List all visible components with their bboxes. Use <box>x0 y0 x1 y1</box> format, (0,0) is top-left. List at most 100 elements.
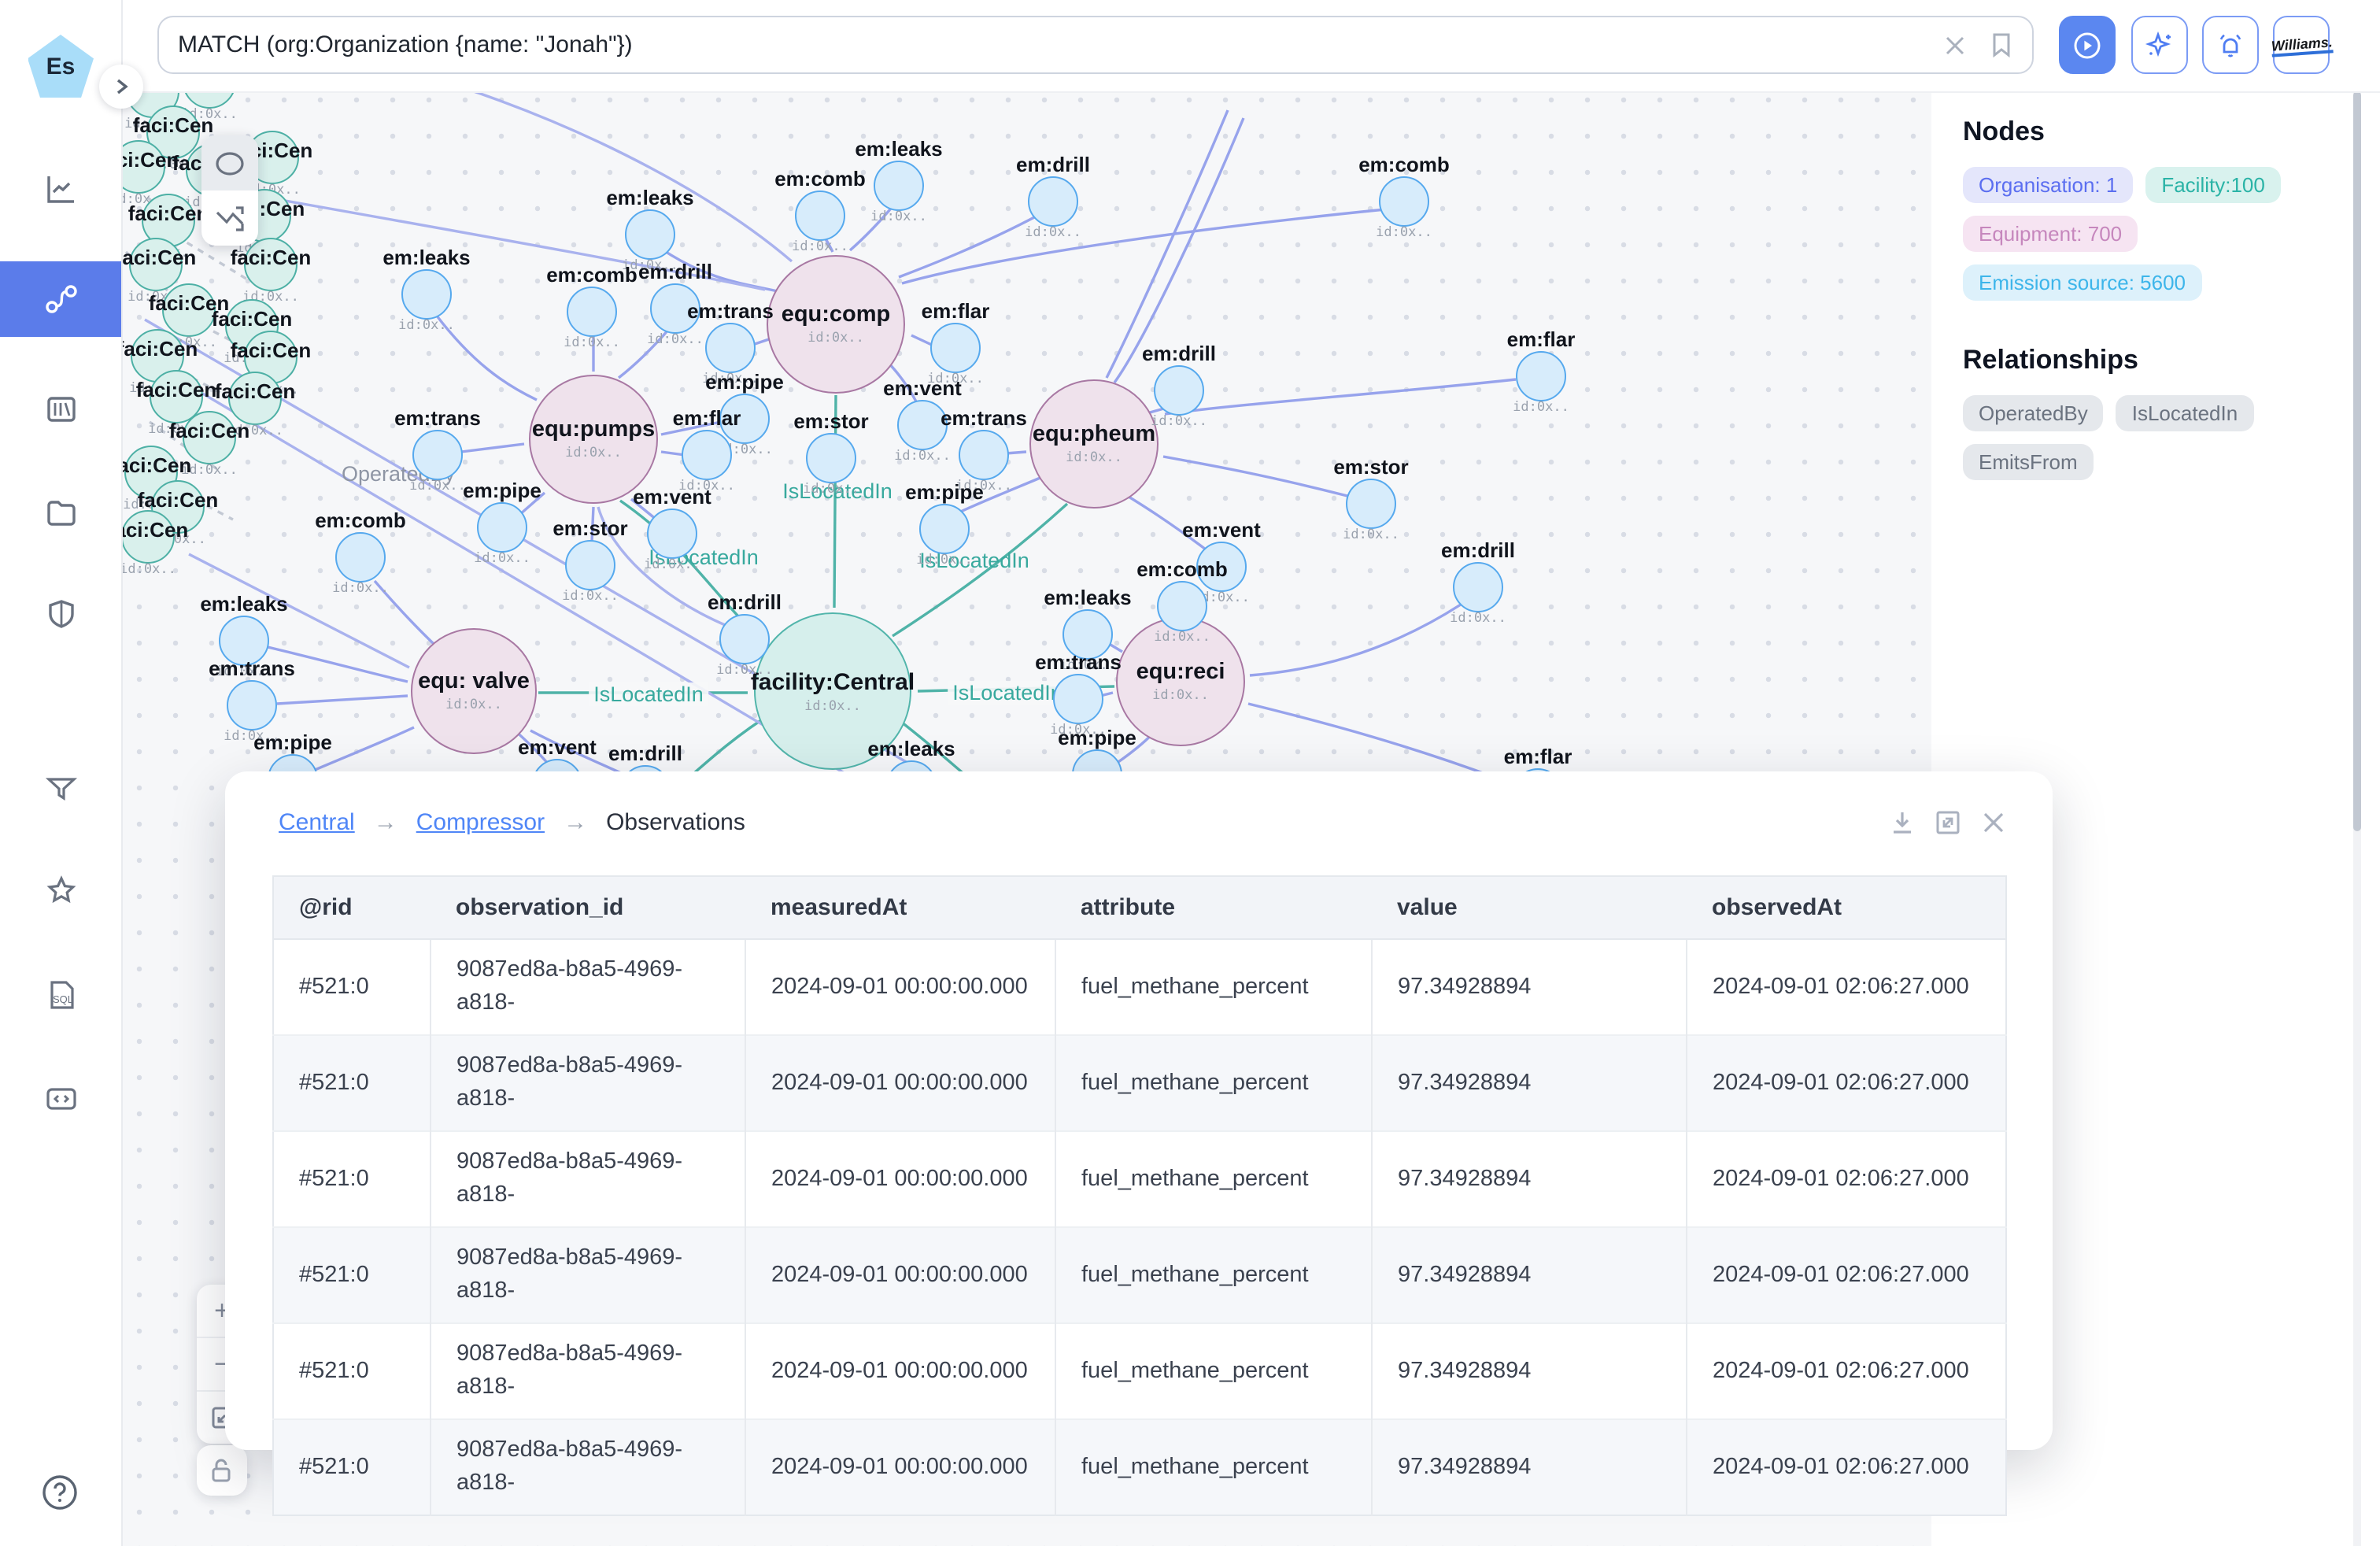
sidebar-item-security[interactable] <box>0 576 121 652</box>
badge-equipment-700[interactable]: Equipment: 700 <box>1963 216 2138 252</box>
table-cell: #521:0 <box>273 938 431 1036</box>
query-input[interactable]: MATCH (org:Organization {name: "Jonah"}) <box>157 16 2034 74</box>
sql-label: SQL <box>52 993 72 1005</box>
badge-emitsfrom[interactable]: EmitsFrom <box>1963 444 2094 480</box>
node-label: faci:Cen <box>214 379 296 403</box>
sidebar-collapse-button[interactable] <box>99 65 143 109</box>
badge-emission-source-5600[interactable]: Emission source: 5600 <box>1963 264 2202 301</box>
help-button[interactable] <box>38 1470 82 1515</box>
sidebar-item-filters[interactable] <box>0 749 121 825</box>
sidebar-item-code[interactable] <box>0 1061 121 1137</box>
select-circle-tool-button[interactable] <box>201 135 258 190</box>
badge-islocatedin[interactable]: IsLocatedIn <box>2116 395 2254 431</box>
lock-layout-button[interactable] <box>197 1445 247 1496</box>
scrollbar-thumb[interactable] <box>2353 91 2361 831</box>
notifications-button[interactable] <box>2202 16 2259 74</box>
sidebar-item-sql[interactable]: SQL <box>0 957 121 1033</box>
run-query-button[interactable] <box>2059 16 2116 74</box>
query-text[interactable]: MATCH (org:Organization {name: "Jonah"}) <box>178 31 633 58</box>
sidebar-item-files[interactable] <box>0 475 121 551</box>
node-label: em:pipe <box>253 730 332 754</box>
close-panel-button[interactable] <box>1977 806 2009 838</box>
williams-account-button[interactable]: Williams. <box>2270 16 2333 74</box>
app-logo[interactable]: Es <box>28 35 94 98</box>
ai-assist-button[interactable] <box>2131 16 2188 74</box>
clear-query-button[interactable] <box>1942 32 1968 57</box>
badge-operatedby[interactable]: OperatedBy <box>1963 395 2104 431</box>
graph-edge <box>530 729 629 778</box>
sidebar-item-favorites[interactable] <box>0 853 121 929</box>
breadcrumb-central-link[interactable]: Central <box>279 808 355 835</box>
node-id: id:0x.. <box>409 479 466 494</box>
sidebar-item-graph-explorer[interactable] <box>0 261 121 337</box>
edge-tool-button[interactable] <box>201 190 258 246</box>
table-view-icon <box>46 397 75 422</box>
bookmark-query-button[interactable] <box>1990 31 2013 58</box>
breadcrumb-compressor-link[interactable]: Compressor <box>416 808 545 835</box>
column-header-value: value <box>1372 876 1687 940</box>
badge-facility-100[interactable]: Facility:100 <box>2145 167 2281 203</box>
sidebar-item-table-view[interactable] <box>0 372 121 447</box>
graph-edge <box>901 208 1386 285</box>
node-id: id:0x.. <box>1450 611 1506 627</box>
page-scrollbar[interactable] <box>2353 91 2361 1546</box>
node-label: equ: valve <box>418 669 530 694</box>
download-button[interactable] <box>1886 806 1917 838</box>
expand-button[interactable] <box>1931 806 1963 838</box>
badge-organisation-1[interactable]: Organisation: 1 <box>1963 167 2134 203</box>
sidebar-item-analytics[interactable] <box>0 151 121 227</box>
